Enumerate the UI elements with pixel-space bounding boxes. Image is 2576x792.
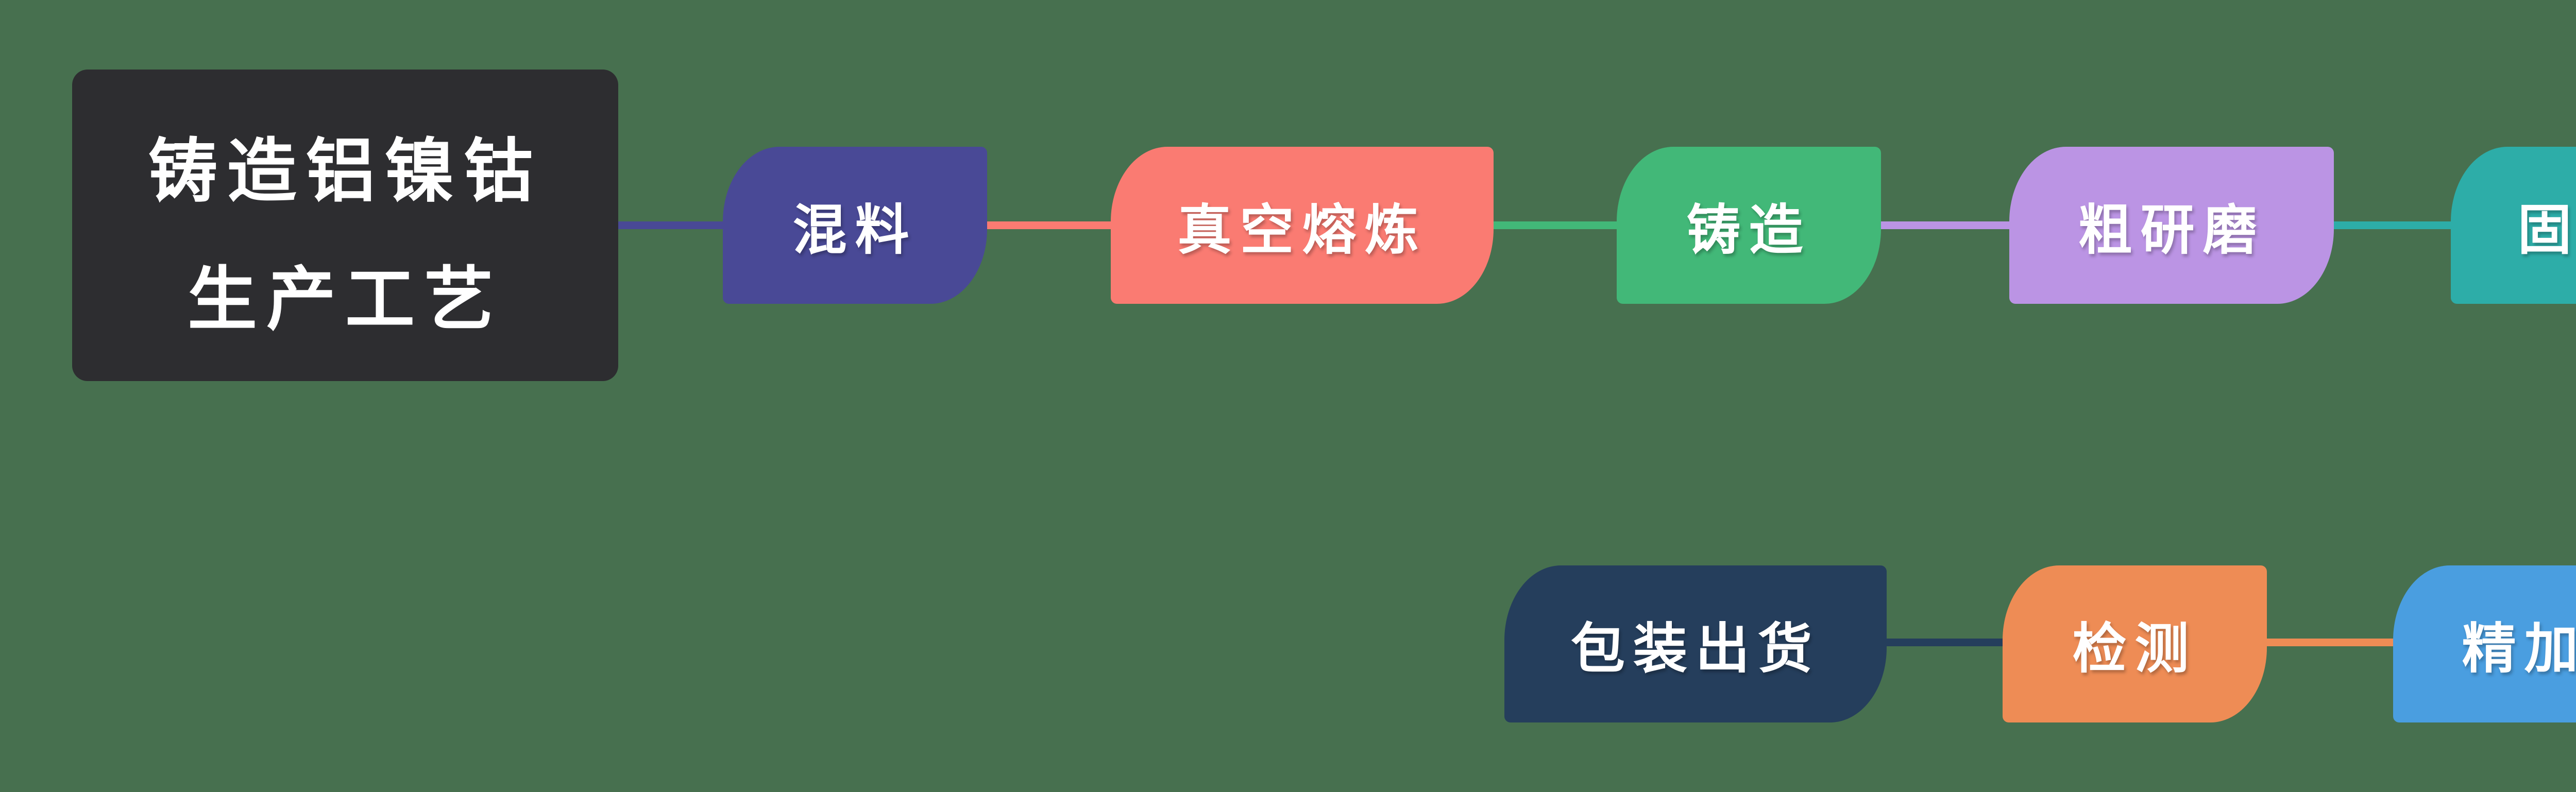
title-card: 铸造铝镍钴 生产工艺 [72,70,618,381]
connector-inspection-to-packing [1880,639,2008,646]
node-solution-treatment: 固溶处理 [2451,147,2576,304]
node-inspection-label: 检测 [2072,618,2197,679]
node-solution-treatment-label: 固溶处理 [2517,200,2576,261]
node-packing-shipping: 包装出货 [1504,565,1887,722]
node-finishing: 精加工 [2393,565,2576,722]
connector-title-to-mixing [613,221,726,229]
node-mixing-label: 混料 [792,200,918,261]
connector-vacuum-melting-to-casting [1488,221,1622,229]
connector-casting-to-rough-grinding [1876,221,2014,229]
node-vacuum-melting-label: 真空熔炼 [1177,200,1427,261]
node-vacuum-melting: 真空熔炼 [1111,147,1494,304]
title-line-1: 铸造铝镍钴 [148,132,543,210]
node-casting-label: 铸造 [1686,200,1811,261]
connector-mixing-to-vacuum-melting [982,221,1116,229]
node-packing-shipping-label: 包装出货 [1570,618,1820,679]
node-inspection: 检测 [2003,565,2267,722]
title-line-2: 生产工艺 [188,260,503,338]
node-rough-grinding: 粗研磨 [2009,147,2334,304]
node-mixing: 混料 [723,147,987,304]
node-finishing-label: 精加工 [2462,618,2576,679]
connector-finishing-to-inspection [2262,639,2398,646]
connector-rough-grinding-to-solution-treatment [2329,221,2456,229]
node-casting: 铸造 [1617,147,1881,304]
node-rough-grinding-label: 粗研磨 [2078,200,2265,261]
